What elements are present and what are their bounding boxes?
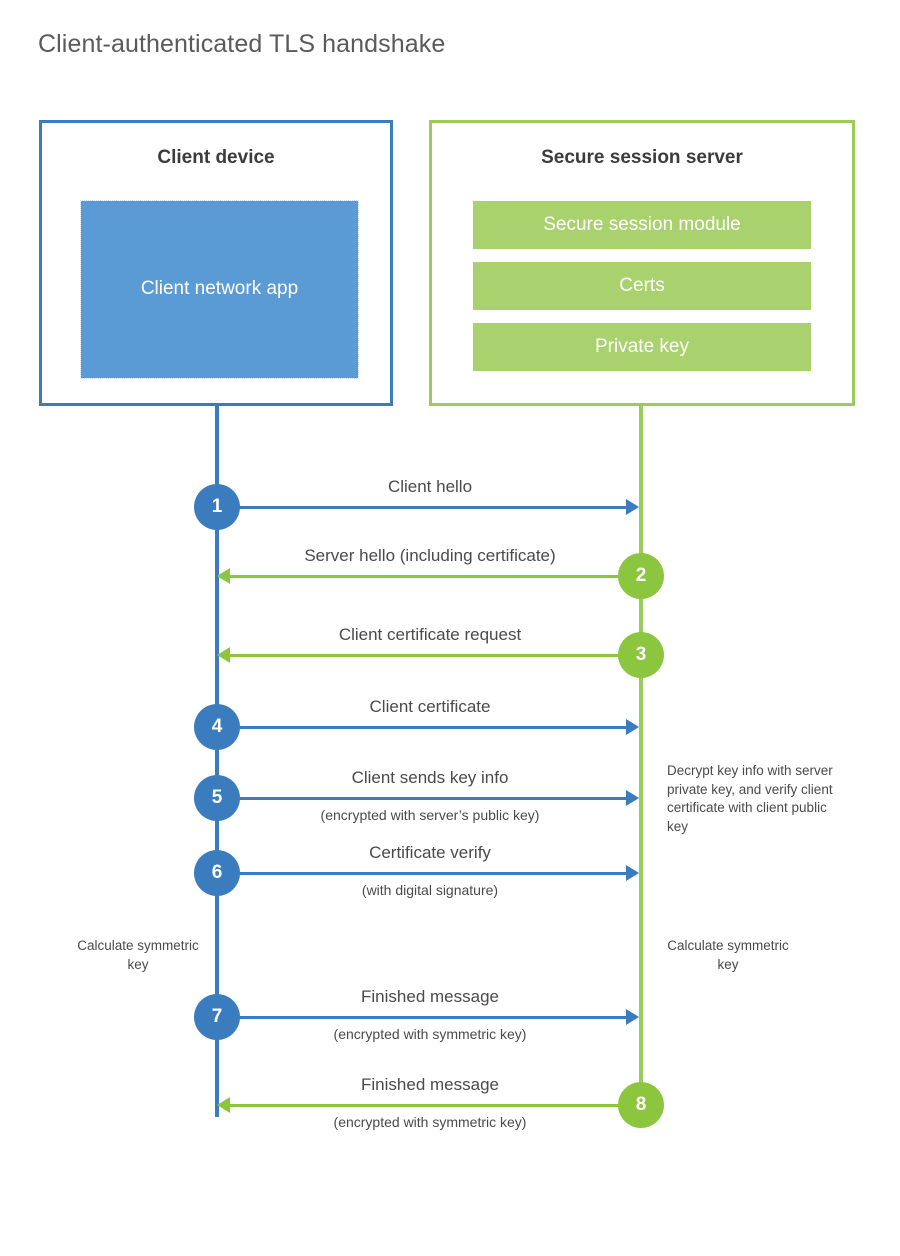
step-marker-3[interactable]: 3 xyxy=(618,632,664,678)
step-marker-7[interactable]: 7 xyxy=(194,994,240,1040)
message-label-6: Certificate verify xyxy=(369,843,491,862)
message-line-8 xyxy=(228,1104,641,1107)
message-line-5 xyxy=(217,797,629,800)
message-line-7 xyxy=(217,1016,629,1019)
message-sublabel-7: (encrypted with symmetric key) xyxy=(333,1026,527,1042)
arrow-left-icon xyxy=(217,1097,230,1113)
participant-box-client: Client device Client network app xyxy=(39,120,393,406)
arrow-right-icon xyxy=(626,865,639,881)
step-marker-1[interactable]: 1 xyxy=(194,484,240,530)
note-server-decrypt: Decrypt key info with server private key… xyxy=(667,763,833,834)
server-block-secure-session-module: Secure session module xyxy=(473,201,811,249)
step-marker-6[interactable]: 6 xyxy=(194,850,240,896)
message-line-6 xyxy=(217,872,629,875)
server-block-private-key: Private key xyxy=(473,323,811,371)
message-label-3: Client certificate request xyxy=(338,625,522,644)
arrow-right-icon xyxy=(626,499,639,515)
message-line-3 xyxy=(228,654,641,657)
page-title: Client-authenticated TLS handshake xyxy=(38,30,446,58)
message-line-2 xyxy=(228,575,641,578)
message-label-2: Server hello (including certificate) xyxy=(304,546,556,565)
message-label-8: Finished message xyxy=(361,1075,499,1094)
arrow-right-icon xyxy=(626,1009,639,1025)
participant-title-client: Client device xyxy=(157,147,275,168)
server-block-certs: Certs xyxy=(473,262,811,310)
message-label-1: Client hello xyxy=(387,477,473,496)
message-line-4 xyxy=(217,726,629,729)
arrow-right-icon xyxy=(626,790,639,806)
message-label-4: Client certificate xyxy=(369,697,491,716)
message-sublabel-5: (encrypted with server’s public key) xyxy=(320,807,540,823)
client-network-app-block: Client network app xyxy=(80,200,359,379)
arrow-left-icon xyxy=(217,647,230,663)
message-label-7: Finished message xyxy=(361,987,499,1006)
step-marker-4[interactable]: 4 xyxy=(194,704,240,750)
lifeline-server xyxy=(639,405,643,1105)
message-sublabel-6: (with digital signature) xyxy=(361,882,499,898)
participant-box-server: Secure session server Secure session mod… xyxy=(429,120,855,406)
note-calculate-symmetric-key-client: Calculate symmetric key xyxy=(77,938,199,972)
message-line-1 xyxy=(217,506,629,509)
arrow-right-icon xyxy=(626,719,639,735)
step-marker-2[interactable]: 2 xyxy=(618,553,664,599)
participant-title-server: Secure session server xyxy=(541,147,743,168)
message-label-5: Client sends key info xyxy=(351,768,509,787)
lifeline-client xyxy=(215,405,219,1117)
message-sublabel-8: (encrypted with symmetric key) xyxy=(333,1114,527,1130)
step-marker-8[interactable]: 8 xyxy=(618,1082,664,1128)
note-calculate-symmetric-key-server: Calculate symmetric key xyxy=(667,938,789,972)
step-marker-5[interactable]: 5 xyxy=(194,775,240,821)
arrow-left-icon xyxy=(217,568,230,584)
